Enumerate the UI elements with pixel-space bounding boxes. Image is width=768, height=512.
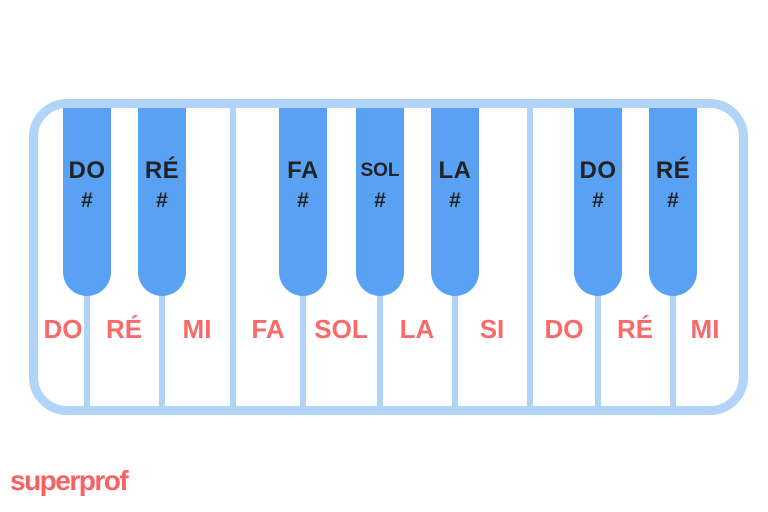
white-key-label-mi-2: MI <box>690 314 720 344</box>
key-separator <box>230 108 236 406</box>
black-key-label: RÉ <box>655 157 691 184</box>
keyboard-inner: DO # RÉ # FA # SOL # LA # DO # <box>38 108 739 406</box>
white-key-label-sol: SOL <box>314 314 368 344</box>
piano-keyboard: DO # RÉ # FA # SOL # LA # DO # <box>29 99 748 415</box>
sharp-symbol: # <box>374 189 386 212</box>
black-key-do-sharp-2: DO # <box>574 108 622 296</box>
white-key-label-la: LA <box>399 314 435 344</box>
black-key-label: FA <box>287 157 319 184</box>
black-key-do-sharp-1: DO # <box>63 108 111 296</box>
white-key-label-do-2: DO <box>544 314 584 344</box>
white-key-label-fa: FA <box>251 314 285 344</box>
black-key-label: DO <box>68 157 106 184</box>
black-key-re-sharp-2: RÉ # <box>649 108 697 296</box>
black-key-fa-sharp: FA # <box>279 108 327 296</box>
key-separator <box>527 108 533 406</box>
black-key-label: LA <box>438 157 472 184</box>
white-key-label-do-1: DO <box>43 314 83 344</box>
sharp-symbol: # <box>156 189 168 212</box>
sharp-symbol: # <box>449 189 461 212</box>
sharp-symbol: # <box>297 189 309 212</box>
black-key-label: DO <box>579 157 617 184</box>
black-key-label: SOL <box>360 160 400 181</box>
sharp-symbol: # <box>592 189 604 212</box>
sharp-symbol: # <box>81 189 93 212</box>
white-key-label-re-2: RÉ <box>616 314 654 344</box>
superprof-logo: superprof <box>10 465 129 496</box>
black-key-label: RÉ <box>144 157 180 184</box>
black-key-re-sharp-1: RÉ # <box>138 108 186 296</box>
black-key-sol-sharp: SOL # <box>356 108 404 296</box>
white-key-label-si: SI <box>479 314 505 344</box>
sharp-symbol: # <box>667 189 679 212</box>
black-key-la-sharp: LA # <box>431 108 479 296</box>
white-key-label-re-1: RÉ <box>105 314 143 344</box>
white-key-label-mi-1: MI <box>182 314 212 344</box>
